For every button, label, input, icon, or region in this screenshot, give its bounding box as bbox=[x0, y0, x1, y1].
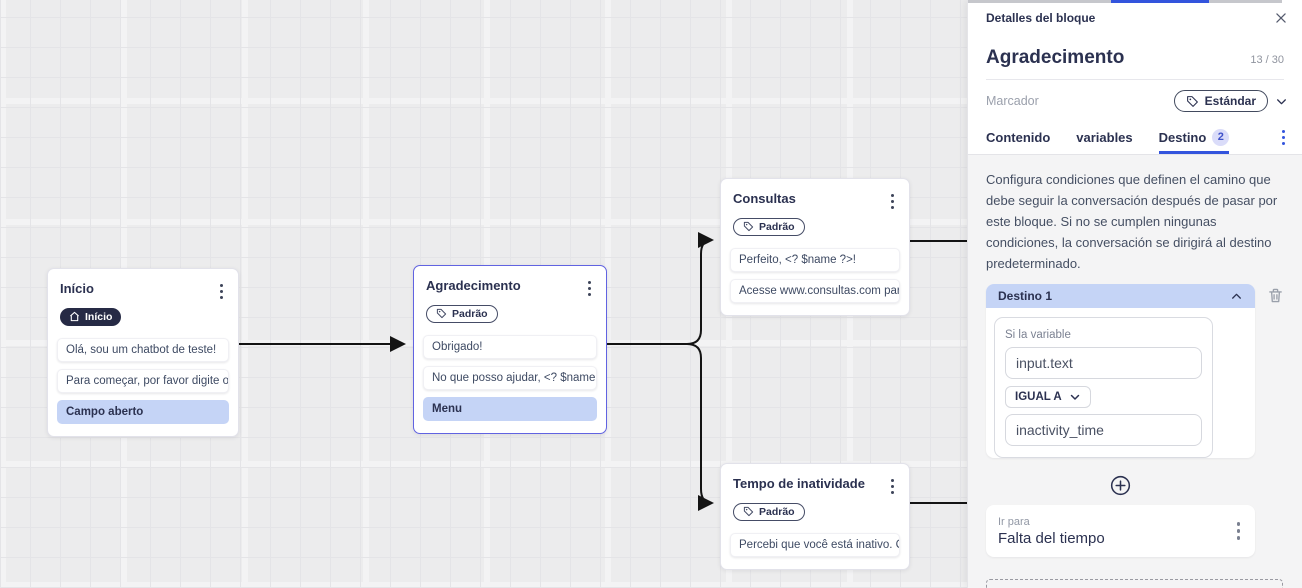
node-title: Consultas bbox=[733, 191, 796, 206]
panel-title: Detalles del bloque bbox=[986, 11, 1096, 25]
scrollbar-gap bbox=[1282, 0, 1302, 3]
node-tag-pill: Padrão bbox=[733, 502, 805, 521]
divider bbox=[986, 79, 1284, 80]
destination-card: Destino 1 Si la variable IGUAL A bbox=[986, 284, 1255, 458]
operator-value: IGUAL A bbox=[1015, 391, 1062, 403]
scrollbar-thumb[interactable] bbox=[1111, 0, 1209, 3]
goto-card[interactable]: Ir para Falta del tiempo bbox=[986, 505, 1255, 557]
tag-icon bbox=[743, 506, 754, 517]
destination-header[interactable]: Destino 1 bbox=[986, 284, 1255, 308]
node-title: Início bbox=[60, 281, 94, 296]
goto-value: Falta del tiempo bbox=[998, 529, 1105, 547]
node-menu-icon[interactable] bbox=[217, 281, 226, 302]
tag-icon bbox=[1186, 95, 1199, 108]
chevron-down-icon bbox=[1069, 391, 1081, 403]
chevron-up-icon[interactable] bbox=[1230, 290, 1243, 303]
add-condition-icon[interactable] bbox=[1109, 474, 1132, 497]
tab-variables[interactable]: variables bbox=[1076, 129, 1133, 145]
marker-select[interactable]: Estándar bbox=[1173, 90, 1268, 112]
node-agradecimento[interactable]: Agradecimento Padrão Obrigado! No que po… bbox=[413, 265, 607, 435]
node-title: Tempo de inatividade bbox=[733, 476, 865, 491]
destination-description: Configura condiciones que definen el cam… bbox=[986, 172, 1278, 271]
node-title: Agradecimento bbox=[426, 278, 521, 293]
operator-select[interactable]: IGUAL A bbox=[1005, 386, 1091, 408]
node-tag-label: Padrão bbox=[452, 307, 488, 320]
condition-card: Si la variable IGUAL A bbox=[994, 317, 1213, 458]
goto-label: Ir para bbox=[998, 515, 1030, 528]
message-row[interactable]: No que posso ajudar, <? $name ... bbox=[423, 366, 597, 391]
marker-label: Marcador bbox=[986, 94, 1039, 108]
node-menu-icon[interactable] bbox=[585, 278, 594, 299]
tab-destino[interactable]: Destino 2 bbox=[1158, 121, 1230, 154]
goto-menu-icon[interactable] bbox=[1234, 520, 1243, 543]
trash-icon[interactable] bbox=[1267, 287, 1284, 304]
condition-value-input[interactable] bbox=[1005, 414, 1202, 446]
marker-value: Estándar bbox=[1204, 94, 1256, 108]
message-row[interactable]: Obrigado! bbox=[423, 335, 597, 360]
message-row[interactable]: Perfeito, <? $name ?>! bbox=[730, 248, 900, 273]
tag-icon bbox=[743, 221, 754, 232]
close-icon[interactable] bbox=[1274, 11, 1288, 25]
destination-header-label: Destino 1 bbox=[998, 289, 1053, 303]
node-tag-pill: Padrão bbox=[733, 217, 805, 236]
open-field-row[interactable]: Campo aberto bbox=[57, 400, 229, 425]
message-row[interactable]: Olá, sou um chatbot de teste! bbox=[57, 338, 229, 363]
block-name-field[interactable]: Agradecimento bbox=[986, 47, 1125, 68]
condition-variable-input[interactable] bbox=[1005, 347, 1202, 379]
node-type-badge: Início bbox=[60, 307, 122, 326]
node-menu-icon[interactable] bbox=[888, 476, 897, 497]
menu-row[interactable]: Menu bbox=[423, 397, 597, 422]
node-tag-label: Padrão bbox=[759, 220, 795, 233]
panel-top-scrollbar[interactable] bbox=[968, 0, 1302, 3]
node-menu-icon[interactable] bbox=[888, 191, 897, 212]
node-badge-label: Início bbox=[85, 310, 113, 323]
message-row[interactable]: Para começar, por favor digite o ... bbox=[57, 369, 229, 394]
node-tag-pill: Padrão bbox=[426, 304, 498, 323]
message-row[interactable]: Percebi que você está inativo. C... bbox=[730, 533, 900, 558]
block-details-panel: Detalles del bloque Agradecimento 13 / 3… bbox=[967, 0, 1302, 588]
edge-branch-tempo bbox=[686, 343, 714, 511]
destino-tab-content: Configura condiciones que definen el cam… bbox=[968, 155, 1302, 588]
tag-icon bbox=[436, 308, 447, 319]
message-row[interactable]: Acesse www.consultas.com par... bbox=[730, 279, 900, 304]
edge-branch-consultas bbox=[686, 232, 714, 345]
tab-contenido[interactable]: Contenido bbox=[986, 129, 1051, 145]
add-destination-button[interactable]: Agregar destino bbox=[986, 579, 1283, 588]
node-inicio[interactable]: Início Início Olá, sou um chatbot de tes… bbox=[47, 268, 239, 438]
condition-variable-label: Si la variable bbox=[1005, 329, 1071, 341]
destino-count-badge: 2 bbox=[1212, 128, 1230, 146]
node-tempo-inatividade[interactable]: Tempo de inatividade Padrão Percebi que … bbox=[720, 463, 910, 571]
node-consultas[interactable]: Consultas Padrão Perfeito, <? $name ?>! … bbox=[720, 178, 910, 317]
chevron-down-icon[interactable] bbox=[1275, 95, 1288, 108]
tabs-menu-icon[interactable] bbox=[1279, 127, 1288, 148]
panel-tabs: Contenido variables Destino 2 bbox=[968, 121, 1302, 155]
home-icon bbox=[69, 311, 80, 322]
node-tag-label: Padrão bbox=[759, 505, 795, 518]
char-counter: 13 / 30 bbox=[1250, 54, 1284, 66]
